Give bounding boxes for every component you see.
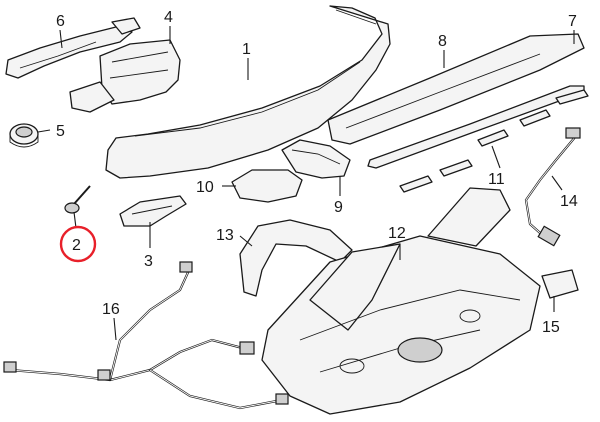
- callout-7[interactable]: 7: [568, 13, 577, 30]
- hinge-bracket-part[interactable]: [69, 39, 181, 113]
- callout-15[interactable]: 15: [542, 319, 560, 336]
- lens-part[interactable]: [231, 169, 303, 203]
- callout-5[interactable]: 5: [56, 123, 65, 140]
- callout-2[interactable]: 2: [72, 237, 81, 254]
- leader-lines: [37, 26, 575, 341]
- callout-8[interactable]: 8: [438, 33, 447, 50]
- callout-11[interactable]: 11: [488, 171, 505, 188]
- rear-frame-part[interactable]: [261, 187, 541, 415]
- spoiler-part[interactable]: [105, 5, 391, 179]
- callout-12[interactable]: 12: [388, 225, 406, 242]
- callout-10[interactable]: 10: [196, 179, 214, 196]
- callout-1[interactable]: 1: [242, 41, 251, 58]
- harness-small-part[interactable]: [524, 127, 581, 247]
- wiring-harness-part[interactable]: [3, 261, 289, 410]
- callout-4[interactable]: 4: [164, 9, 173, 26]
- callout-3[interactable]: 3: [144, 253, 153, 270]
- trim-panel-part[interactable]: [327, 33, 585, 145]
- callout-6[interactable]: 6: [56, 13, 65, 30]
- callout-16[interactable]: 16: [102, 301, 120, 318]
- bolt-part[interactable]: [64, 185, 91, 214]
- callout-13[interactable]: 13: [216, 227, 234, 244]
- plate-part[interactable]: [541, 269, 579, 299]
- roll-hoop-cover-part[interactable]: [239, 219, 353, 297]
- reinforcement-part[interactable]: [5, 17, 141, 79]
- callout-9[interactable]: 9: [334, 199, 343, 216]
- bracket-part[interactable]: [119, 195, 187, 227]
- callout-labels: 6 4 1 5 7 8 9 10 11 14 12 13 3 15 16 2: [56, 9, 578, 336]
- highlight-ring: [59, 225, 97, 263]
- clips-part[interactable]: [399, 89, 589, 193]
- callout-14[interactable]: 14: [560, 193, 578, 210]
- lamp-housing-part[interactable]: [281, 139, 351, 179]
- grommet-part[interactable]: [9, 123, 39, 148]
